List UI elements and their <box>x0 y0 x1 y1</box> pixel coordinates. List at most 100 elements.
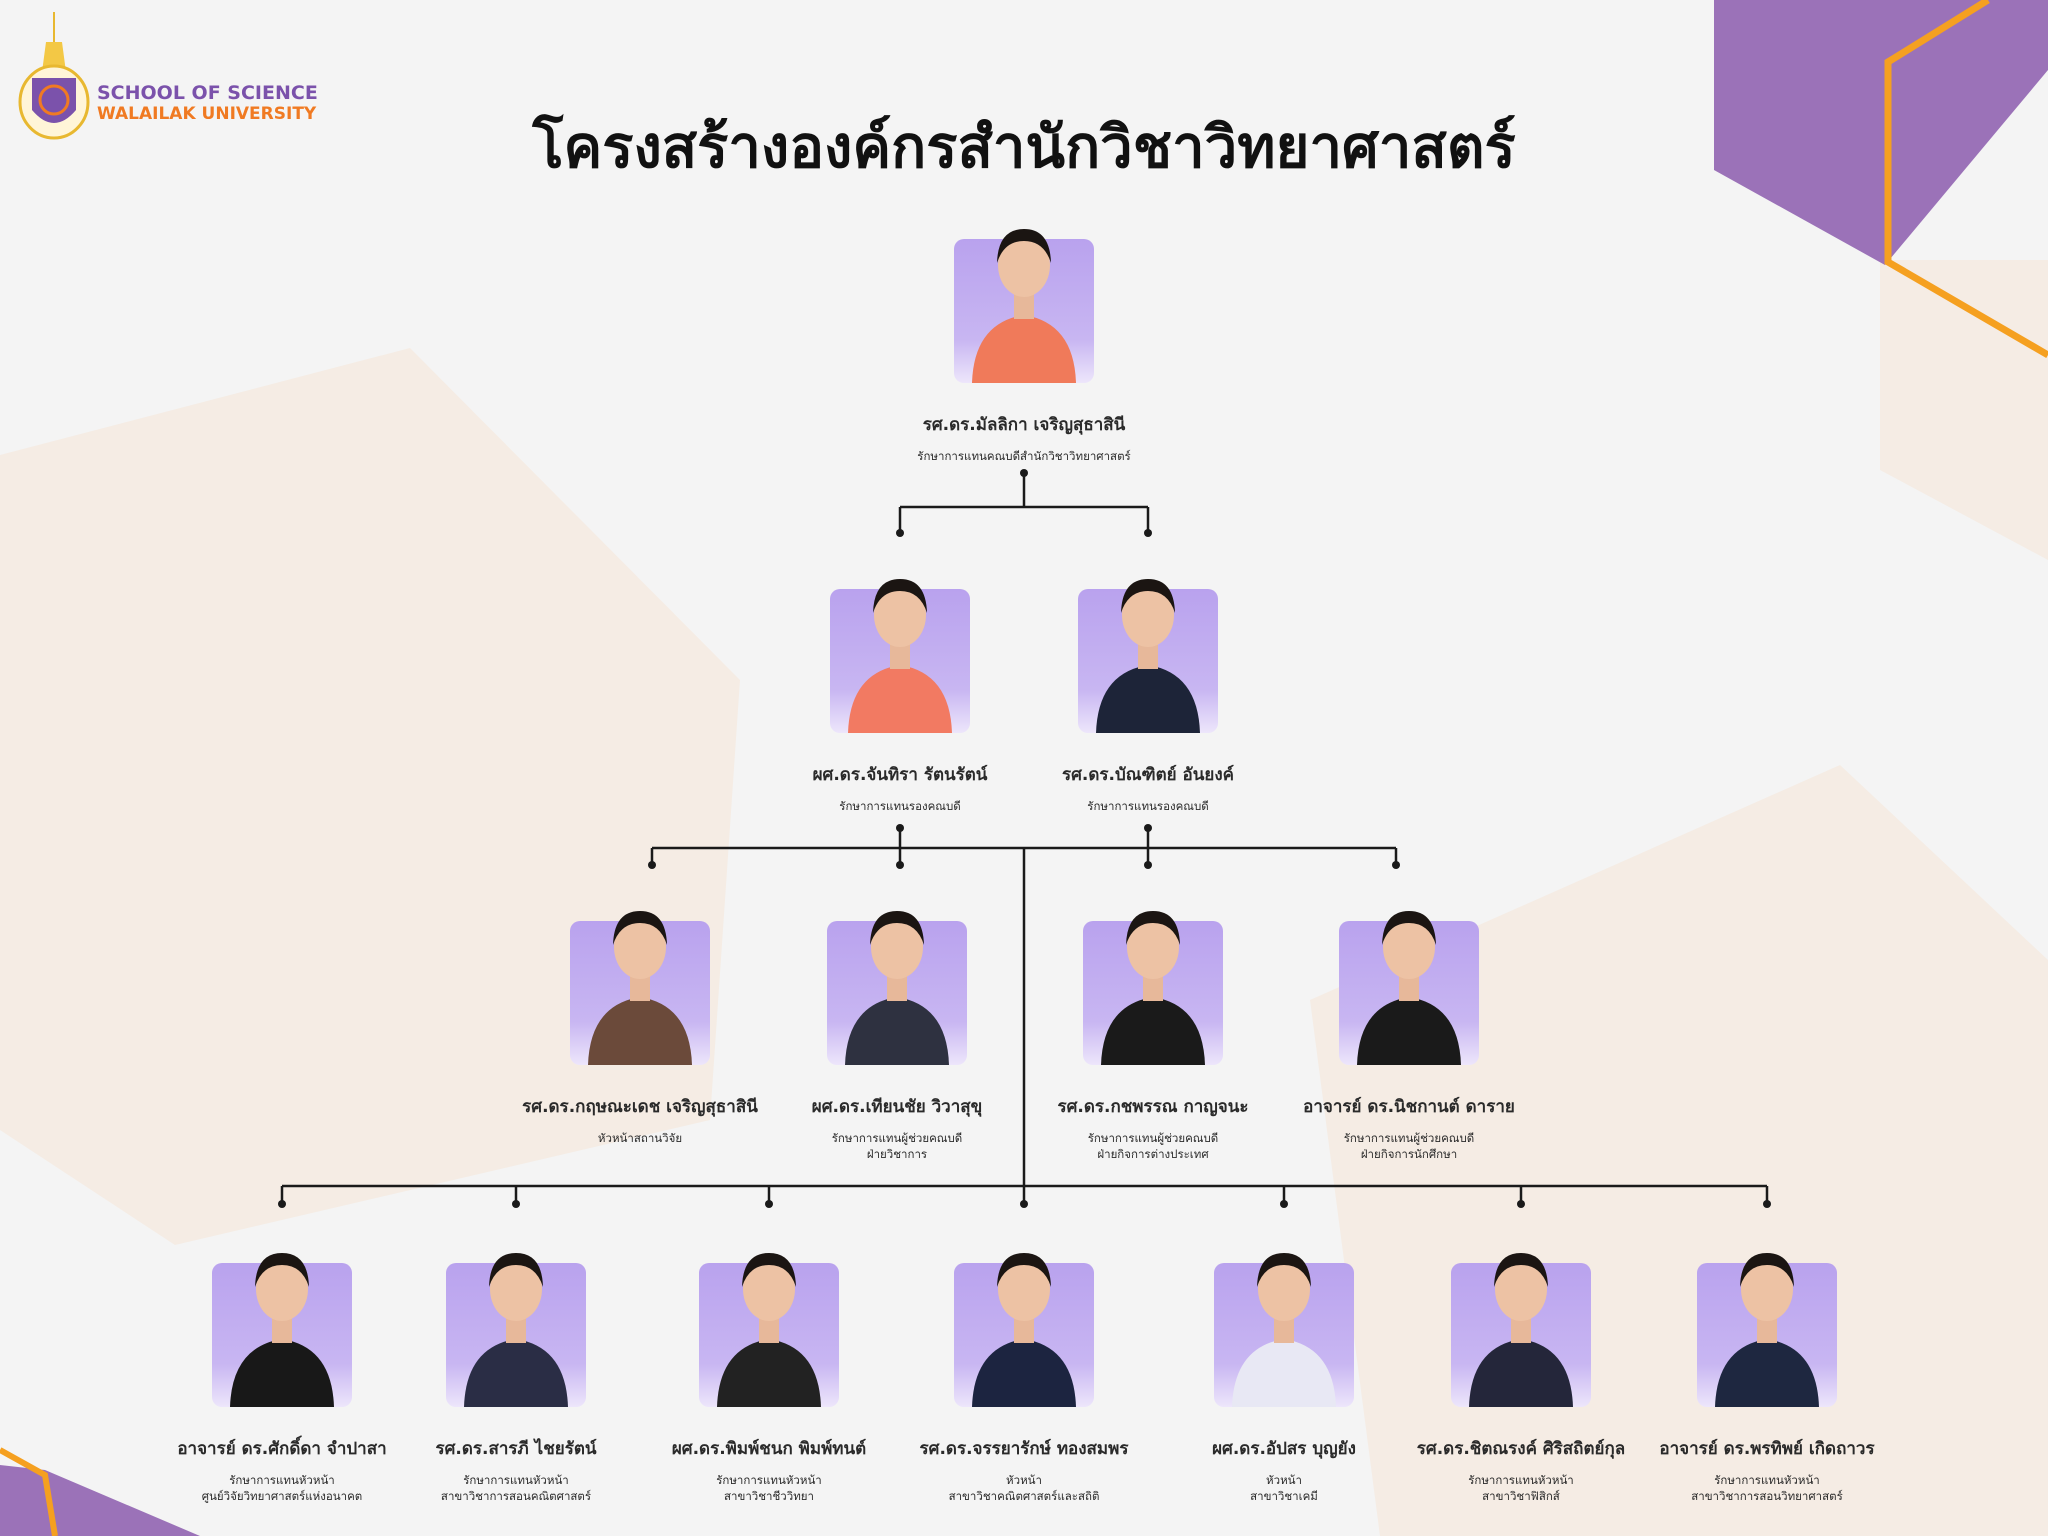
member-role: สาขาวิชาเคมี <box>1250 1489 1318 1503</box>
org-member: รศ.ดร.กชพรรณ กาญจนะ รักษาการแทนผู้ช่วยคณ… <box>1003 911 1303 1162</box>
member-role: หัวหน้า <box>1006 1473 1042 1487</box>
member-roles: รักษาการแทนผู้ช่วยคณบดีฝ่ายกิจการต่างประ… <box>1003 1130 1303 1162</box>
member-role: สาขาวิชาคณิตศาสตร์และสถิติ <box>948 1489 1100 1503</box>
member-roles: รักษาการแทนผู้ช่วยคณบดีฝ่ายวิชาการ <box>747 1130 1047 1162</box>
person-silhouette-icon <box>845 911 949 1065</box>
org-member: รศ.ดร.จรรยารักษ์ ทองสมพร หัวหน้าสาขาวิชา… <box>874 1253 1174 1504</box>
org-member: ผศ.ดร.พิมพ์ชนก พิมพ์ทนต์ รักษาการแทนหัวห… <box>619 1253 919 1504</box>
member-photo <box>827 911 967 1065</box>
member-role: รักษาการแทนหัวหน้า <box>1714 1473 1820 1487</box>
member-photo <box>1451 1253 1591 1407</box>
member-role: ฝ่ายกิจการต่างประเทศ <box>1097 1147 1209 1161</box>
member-roles: หัวหน้าสาขาวิชาคณิตศาสตร์และสถิติ <box>874 1472 1174 1504</box>
person-silhouette-icon <box>717 1253 821 1407</box>
person-silhouette-icon <box>972 1253 1076 1407</box>
member-role: รักษาการแทนรองคณบดี <box>1087 799 1209 813</box>
member-name: รศ.ดร.กฤษณะเดช เจริญสุธาสินี <box>522 1097 758 1117</box>
member-role: รักษาการแทนคณบดีสำนักวิชาวิทยาศาสตร์ <box>917 449 1131 463</box>
member-roles: รักษาการแทนรองคณบดี <box>750 798 1050 814</box>
person-silhouette-icon <box>972 229 1076 383</box>
member-photo <box>1078 579 1218 733</box>
member-role: รักษาการแทนหัวหน้า <box>463 1473 569 1487</box>
person-silhouette-icon <box>1715 1253 1819 1407</box>
member-photo <box>212 1253 352 1407</box>
member-role: สาขาวิชาฟิสิกส์ <box>1482 1489 1560 1503</box>
member-roles: หัวหน้าสาขาวิชาเคมี <box>1134 1472 1434 1504</box>
member-name: รศ.ดร.มัลลิกา เจริญสุธาสินี <box>922 415 1126 435</box>
member-photo <box>830 579 970 733</box>
connector-deputies <box>650 828 1398 1204</box>
member-name: อาจารย์ ดร.ศักดิ์ดา จำปาสา <box>177 1439 387 1459</box>
org-member: ผศ.ดร.เทียนชัย วิวาสุขุ รักษาการแทนผู้ช่… <box>747 911 1047 1162</box>
member-photo <box>570 911 710 1065</box>
member-roles: รักษาการแทนรองคณบดี <box>998 798 1298 814</box>
member-photo <box>699 1253 839 1407</box>
member-role: สาขาวิชาชีววิทยา <box>723 1489 814 1503</box>
person-silhouette-icon <box>1101 911 1205 1065</box>
member-roles: หัวหน้าสถานวิจัย <box>490 1130 790 1146</box>
member-photo <box>1214 1253 1354 1407</box>
member-name: รศ.ดร.สารภี ไชยรัตน์ <box>435 1439 597 1459</box>
member-roles: รักษาการแทนคณบดีสำนักวิชาวิทยาศาสตร์ <box>874 448 1174 464</box>
person-silhouette-icon <box>230 1253 334 1407</box>
member-name: ผศ.ดร.พิมพ์ชนก พิมพ์ทนต์ <box>671 1439 867 1459</box>
connector-heads <box>280 1184 1769 1204</box>
member-photo <box>954 1253 1094 1407</box>
member-name: อาจารย์ ดร.พรทิพย์ เกิดถาวร <box>1659 1439 1875 1459</box>
member-role: รักษาการแทนหัวหน้า <box>716 1473 822 1487</box>
person-silhouette-icon <box>588 911 692 1065</box>
org-member: รศ.ดร.บัณฑิตย์ อันยงค์ รักษาการแทนรองคณบ… <box>998 579 1298 814</box>
member-roles: รักษาการแทนหัวหน้าสาขาวิชาชีววิทยา <box>619 1472 919 1504</box>
member-photo <box>446 1253 586 1407</box>
member-roles: รักษาการแทนหัวหน้าศูนย์วิจัยวิทยาศาสตร์แ… <box>132 1472 432 1504</box>
member-role: ฝ่ายวิชาการ <box>866 1147 928 1161</box>
member-photo <box>1697 1253 1837 1407</box>
member-role: รักษาการแทนรองคณบดี <box>839 799 961 813</box>
member-roles: รักษาการแทนหัวหน้าสาขาวิชาการสอนคณิตศาสต… <box>366 1472 666 1504</box>
member-name: ผศ.ดร.จันทิรา รัตนรัตน์ <box>812 765 988 785</box>
member-role: รักษาการแทนผู้ช่วยคณบดี <box>1343 1131 1475 1145</box>
org-member: ผศ.ดร.จันทิรา รัตนรัตน์ รักษาการแทนรองคณ… <box>750 579 1050 814</box>
member-name: รศ.ดร.กชพรรณ กาญจนะ <box>1057 1097 1249 1117</box>
member-photo <box>1339 911 1479 1065</box>
member-role: สาขาวิชาการสอนคณิตศาสตร์ <box>440 1489 592 1503</box>
org-member: อาจารย์ ดร.นิชกานต์ ดาราย รักษาการแทนผู้… <box>1259 911 1559 1162</box>
person-silhouette-icon <box>1096 579 1200 733</box>
org-member: อาจารย์ ดร.ศักดิ์ดา จำปาสา รักษาการแทนหั… <box>132 1253 432 1504</box>
school-logo: SCHOOL OF SCIENCE WALAILAK UNIVERSITY <box>16 12 318 140</box>
page-title: โครงสร้างองค์กรสำนักวิชาวิทยาศาสตร์ <box>532 113 1516 181</box>
member-role: หัวหน้าสถานวิจัย <box>597 1131 683 1145</box>
logo-line2: WALAILAK UNIVERSITY <box>97 104 317 124</box>
member-photo <box>1083 911 1223 1065</box>
member-name: รศ.ดร.จรรยารักษ์ ทองสมพร <box>919 1439 1129 1459</box>
member-roles: รักษาการแทนหัวหน้าสาขาวิชาการสอนวิทยาศาส… <box>1617 1472 1917 1504</box>
org-member: อาจารย์ ดร.พรทิพย์ เกิดถาวร รักษาการแทนห… <box>1617 1253 1917 1504</box>
member-role: รักษาการแทนหัวหน้า <box>1468 1473 1574 1487</box>
member-role: ฝ่ายกิจการนักศึกษา <box>1360 1147 1458 1161</box>
person-silhouette-icon <box>1469 1253 1573 1407</box>
member-role: รักษาการแทนหัวหน้า <box>229 1473 335 1487</box>
person-silhouette-icon <box>464 1253 568 1407</box>
person-silhouette-icon <box>1232 1253 1336 1407</box>
member-name: ผศ.ดร.อัปสร บุญยัง <box>1212 1439 1356 1459</box>
logo-line1: SCHOOL OF SCIENCE <box>97 82 318 104</box>
member-name: ผศ.ดร.เทียนชัย วิวาสุขุ <box>811 1097 983 1117</box>
member-role: หัวหน้า <box>1266 1473 1302 1487</box>
org-member: รศ.ดร.สารภี ไชยรัตน์ รักษาการแทนหัวหน้าส… <box>366 1253 666 1504</box>
member-name: รศ.ดร.บัณฑิตย์ อันยงค์ <box>1061 765 1235 785</box>
member-role: รักษาการแทนผู้ช่วยคณบดี <box>1087 1131 1219 1145</box>
person-silhouette-icon <box>1357 911 1461 1065</box>
person-silhouette-icon <box>848 579 952 733</box>
member-role: ศูนย์วิจัยวิทยาศาสตร์แห่งอนาคต <box>201 1489 363 1503</box>
member-photo <box>954 229 1094 383</box>
member-name: รศ.ดร.ชิตณรงค์ ศิริสถิตย์กุล <box>1416 1439 1626 1459</box>
org-member: ผศ.ดร.อัปสร บุญยัง หัวหน้าสาขาวิชาเคมี <box>1134 1253 1434 1504</box>
member-role: สาขาวิชาการสอนวิทยาศาสตร์ <box>1691 1489 1843 1503</box>
member-name: อาจารย์ ดร.นิชกานต์ ดาราย <box>1303 1097 1515 1117</box>
member-roles: รักษาการแทนผู้ช่วยคณบดีฝ่ายกิจการนักศึกษ… <box>1259 1130 1559 1162</box>
university-crest-icon <box>18 12 90 140</box>
member-roles: รักษาการแทนหัวหน้าสาขาวิชาฟิสิกส์ <box>1371 1472 1671 1504</box>
member-role: รักษาการแทนผู้ช่วยคณบดี <box>831 1131 963 1145</box>
